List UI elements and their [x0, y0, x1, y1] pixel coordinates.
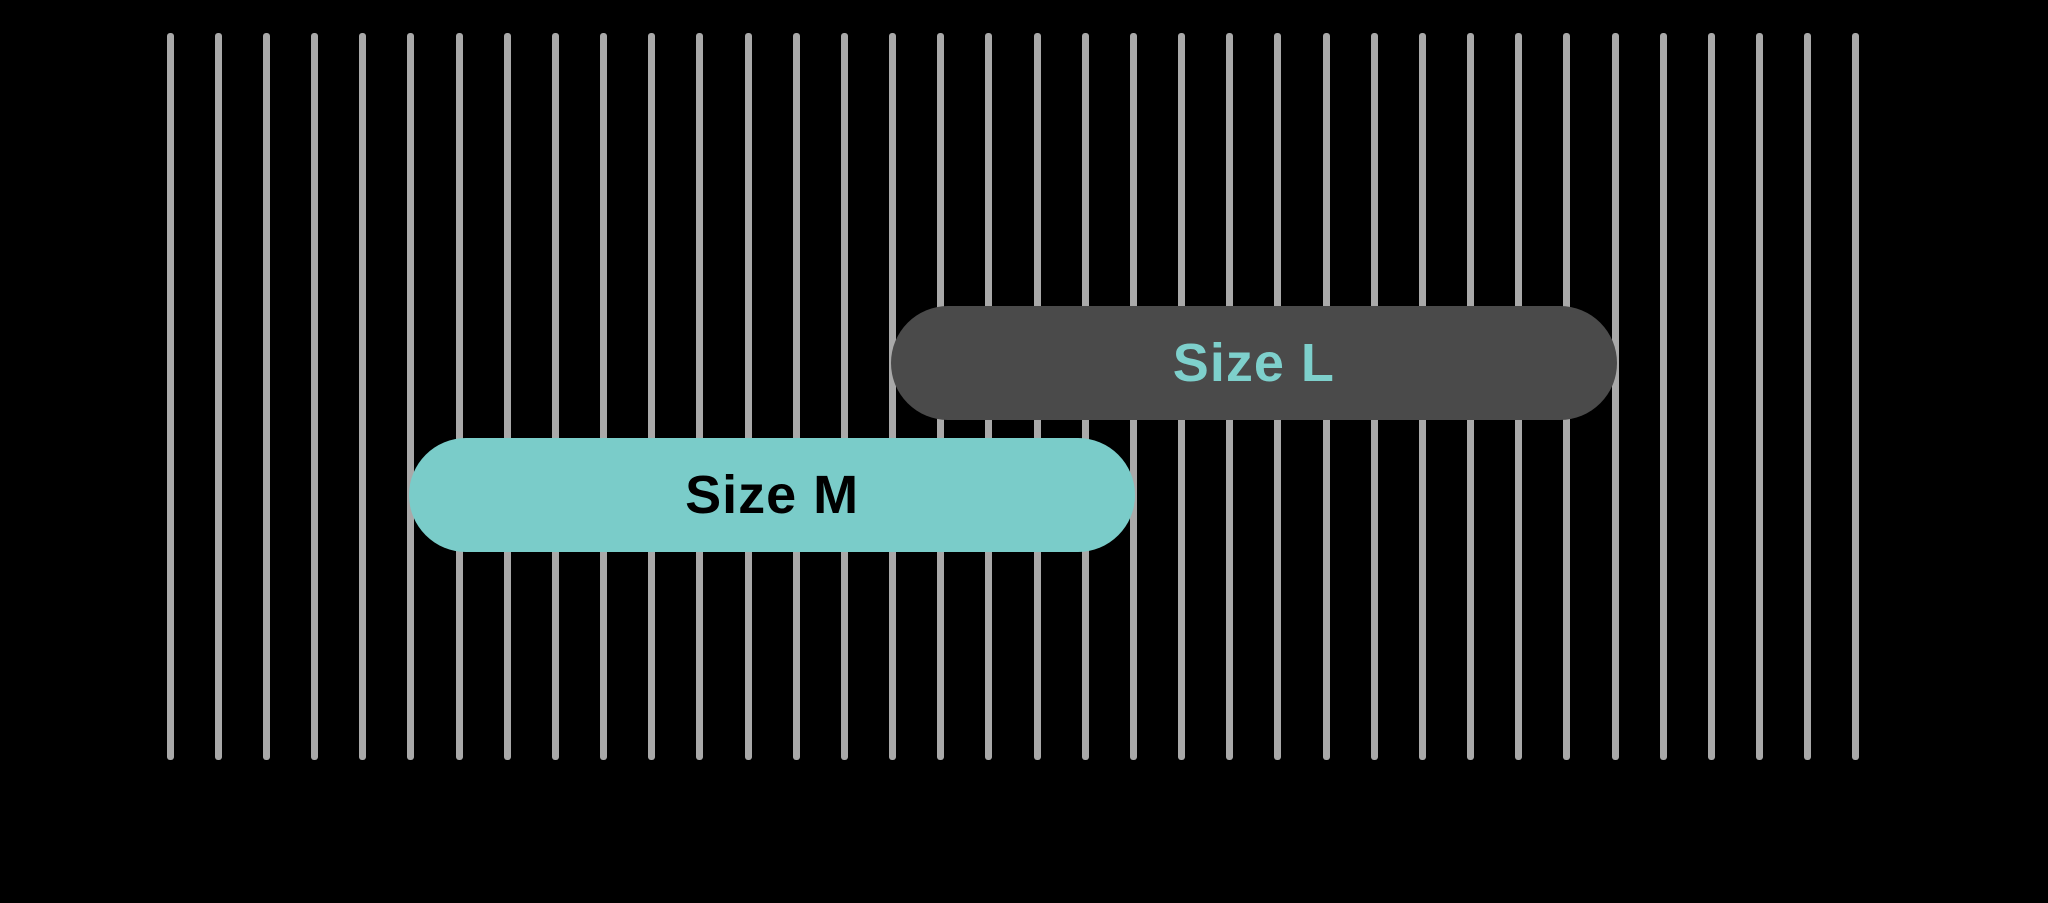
grid-line: [214, 33, 222, 760]
grid-line: [1804, 33, 1812, 760]
grid-line: [1659, 33, 1667, 760]
grid-line: [503, 33, 511, 760]
grid-line: [359, 33, 367, 760]
grid-line: [262, 33, 270, 760]
size-m-label: Size M: [685, 465, 860, 525]
grid-line: [311, 33, 318, 760]
grid-line: [551, 33, 559, 760]
grid-line: [1611, 33, 1619, 760]
grid-line: [889, 33, 897, 760]
grid-line: [840, 33, 848, 760]
grid-line: [744, 33, 752, 760]
grid-line: [1756, 33, 1764, 760]
grid-line: [648, 33, 656, 760]
grid-line: [166, 33, 174, 760]
size-m-bar[interactable]: Size M: [408, 438, 1136, 552]
grid-line: [600, 33, 608, 760]
grid-line: [407, 33, 415, 760]
size-l-label: Size L: [1172, 333, 1335, 393]
size-l-bar[interactable]: Size L: [890, 306, 1618, 420]
grid-line: [696, 33, 704, 760]
grid-line: [792, 33, 800, 760]
grid-line: [1707, 33, 1715, 760]
grid-line: [1852, 33, 1860, 760]
grid-line: [455, 33, 463, 760]
